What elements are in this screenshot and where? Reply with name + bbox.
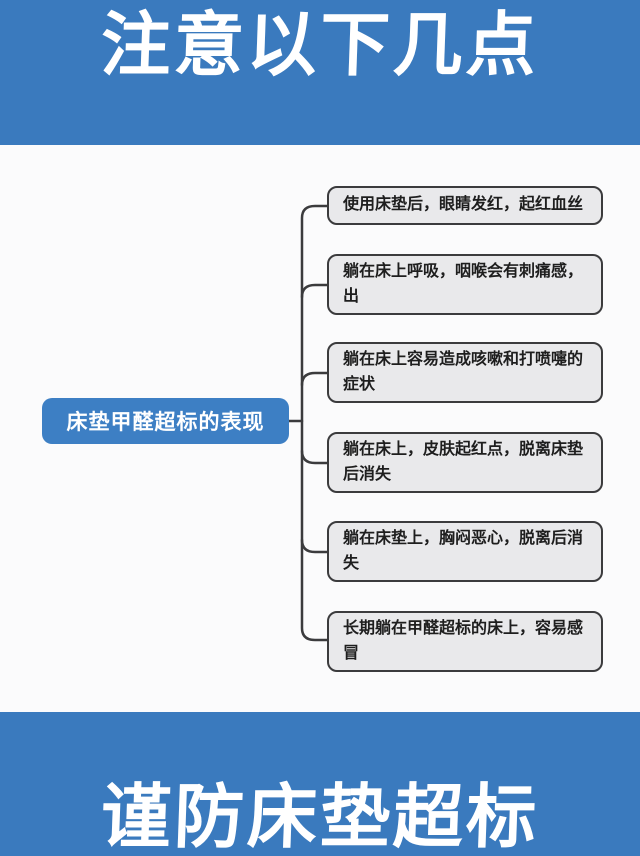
branch-node-4: 躺在床上，皮肤起红点，脱离床垫后消失: [327, 432, 603, 493]
header-banner: 注意以下几点: [0, 0, 640, 145]
branch-node-label: 长期躺在甲醛超标的床上，容易感冒: [343, 619, 584, 662]
branch-node-label: 躺在床上容易造成咳嗽和打喷嚏的症状: [343, 350, 584, 393]
root-node: 床垫甲醛超标的表现: [42, 398, 289, 444]
branch-node-label: 躺在床上，皮肤起红点，脱离床垫后消失: [343, 440, 584, 483]
branch-node-6: 长期躺在甲醛超标的床上，容易感冒: [327, 611, 603, 672]
branch-node-3: 躺在床上容易造成咳嗽和打喷嚏的症状: [327, 342, 603, 403]
branch-node-label: 躺在床上呼吸，咽喉会有刺痛感，出: [343, 262, 584, 305]
footer-title: 谨防床垫超标: [99, 778, 541, 856]
branch-node-1: 使用床垫后，眼睛发红，起红血丝: [327, 186, 603, 225]
branch-node-label: 使用床垫后，眼睛发红，起红血丝: [343, 196, 584, 214]
root-node-label: 床垫甲醛超标的表现: [66, 411, 265, 434]
header-title: 注意以下几点: [99, 6, 541, 84]
branch-node-label: 躺在床垫上，胸闷恶心，脱离后消失: [343, 529, 584, 572]
branch-node-2: 躺在床上呼吸，咽喉会有刺痛感，出: [327, 254, 603, 315]
branch-node-5: 躺在床垫上，胸闷恶心，脱离后消失: [327, 521, 603, 582]
footer-banner: 谨防床垫超标: [0, 712, 640, 856]
